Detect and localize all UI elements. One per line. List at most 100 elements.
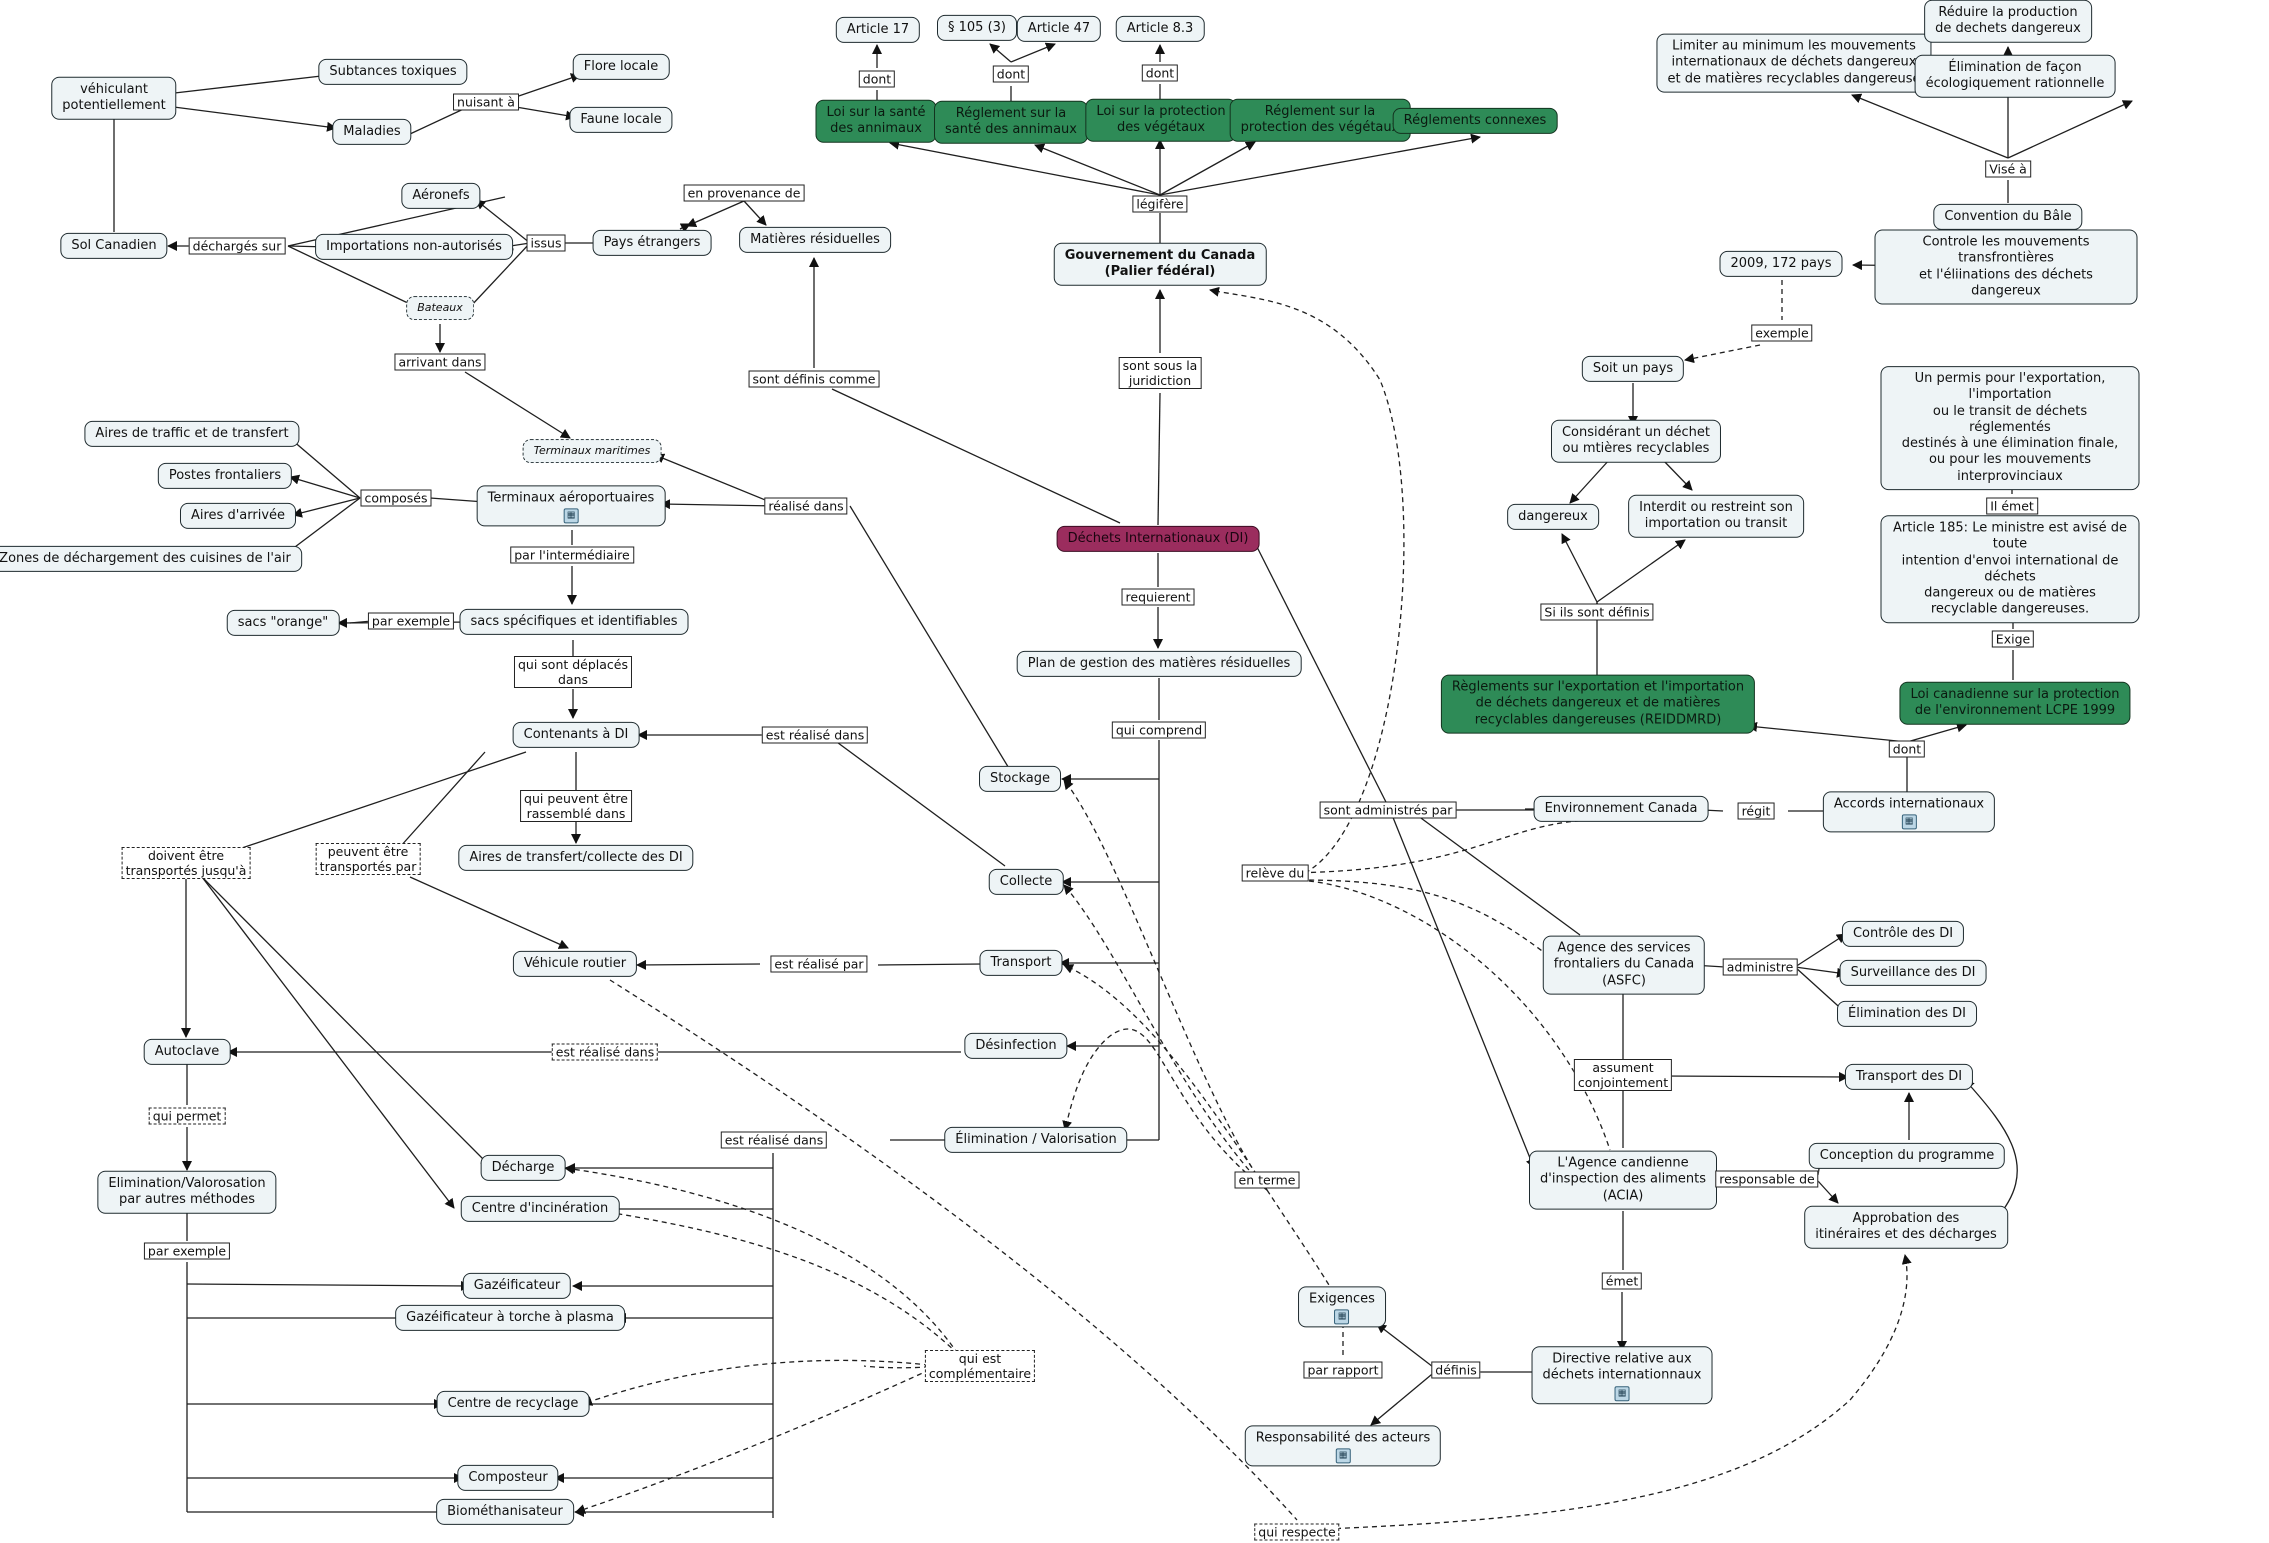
concept-bateaux[interactable]: Bateaux bbox=[406, 296, 474, 320]
concept-aires-arrivee[interactable]: Aires d'arrivée bbox=[179, 502, 297, 530]
link-phrase-qui-est-complementaire[interactable]: qui est complémentaire bbox=[924, 1350, 1036, 1382]
concept-loi-protection-vegetaux[interactable]: Loi sur la protection des végétaux bbox=[1085, 98, 1237, 142]
link-phrase-sont-definis[interactable]: sont définis comme bbox=[748, 370, 880, 388]
link-phrase-assument[interactable]: assument conjointement bbox=[1573, 1059, 1673, 1091]
concept-gouvernement[interactable]: Gouvernement du Canada (Palier fédéral) bbox=[1053, 242, 1267, 286]
concept-controle-di[interactable]: Contrôle des DI bbox=[1841, 920, 1965, 948]
concept-lcpe[interactable]: Loi canadienne sur la protection de l'en… bbox=[1899, 681, 2131, 725]
concept-contenants[interactable]: Contenants à DI bbox=[512, 721, 640, 749]
concept-accords[interactable]: Accords internationaux▦ bbox=[1822, 791, 1996, 833]
concept-sol-canadien[interactable]: Sol Canadien bbox=[60, 232, 168, 260]
concept-aires-transfert-collecte[interactable]: Aires de transfert/collecte des DI bbox=[458, 844, 694, 872]
link-phrase-exige[interactable]: Exige bbox=[1991, 630, 2035, 648]
link-phrase-emet[interactable]: émet bbox=[1601, 1272, 1643, 1290]
link-phrase-en-provenance[interactable]: en provenance de bbox=[683, 184, 805, 202]
link-phrase-releve-du[interactable]: relève du bbox=[1241, 864, 1309, 882]
concept-asfc[interactable]: Agence des services frontaliers du Canad… bbox=[1542, 935, 1706, 995]
concept-vehiculant[interactable]: véhiculant potentiellement bbox=[51, 76, 177, 120]
concept-faune[interactable]: Faune locale bbox=[569, 106, 673, 134]
concept-aeronefs[interactable]: Aéronefs bbox=[401, 182, 481, 210]
concept-soit-pays[interactable]: Soit un pays bbox=[1581, 355, 1685, 383]
link-phrase-composes[interactable]: composés bbox=[360, 489, 432, 507]
link-phrase-vise-a[interactable]: Visé à bbox=[1985, 160, 2031, 178]
concept-annee-pays[interactable]: 2009, 172 pays bbox=[1719, 250, 1843, 278]
concept-gazeificateur[interactable]: Gazéificateur bbox=[462, 1272, 572, 1300]
attached-resource-icon[interactable]: ▦ bbox=[563, 508, 579, 524]
concept-zones-dechargement[interactable]: Zones de déchargement des cuisines de l'… bbox=[0, 545, 302, 573]
concept-postes-frontaliers[interactable]: Postes frontaliers bbox=[157, 462, 293, 490]
concept-elimination-valorisation[interactable]: Élimination / Valorisation bbox=[944, 1126, 1128, 1154]
concept-collecte[interactable]: Collecte bbox=[988, 868, 1064, 896]
link-phrase-responsable-de[interactable]: responsable de bbox=[1715, 1170, 1819, 1188]
concept-responsabilite[interactable]: Responsabilité des acteurs▦ bbox=[1244, 1425, 1442, 1467]
link-phrase-rassemble[interactable]: qui peuvent être rassemblé dans bbox=[520, 790, 632, 822]
concept-centre-incineration[interactable]: Centre d'incinération bbox=[460, 1195, 620, 1223]
concept-s105[interactable]: § 105 (3) bbox=[937, 14, 1017, 42]
concept-sacs-specifiques[interactable]: sacs spécifiques et identifiables bbox=[459, 608, 689, 636]
link-phrase-est-realise-dans-contenants[interactable]: est réalisé dans bbox=[761, 726, 869, 744]
concept-reglement-protection-vegetaux[interactable]: Réglement sur la protection des végétaux bbox=[1229, 98, 1411, 142]
concept-elimination-facon[interactable]: Élimination de façon écologiquement rati… bbox=[1914, 54, 2116, 98]
link-phrase-decharges-sur[interactable]: déchargés sur bbox=[188, 237, 286, 255]
link-phrase-dont2[interactable]: dont bbox=[992, 65, 1030, 83]
concept-article83[interactable]: Article 8.3 bbox=[1115, 15, 1205, 43]
link-phrase-issus[interactable]: issus bbox=[526, 234, 566, 252]
concept-reglement-sante-animaux[interactable]: Réglement sur la santé des annimaux bbox=[934, 100, 1088, 144]
concept-terminaux-maritimes[interactable]: Terminaux maritimes bbox=[522, 439, 662, 463]
link-phrase-definis[interactable]: définis bbox=[1431, 1361, 1481, 1379]
concept-aires-traffic[interactable]: Aires de traffic et de transfert bbox=[84, 420, 300, 448]
link-phrase-dont-lcpe[interactable]: dont bbox=[1888, 740, 1926, 758]
concept-reduire[interactable]: Réduire la production de dechets dangere… bbox=[1924, 0, 2092, 43]
attached-resource-icon[interactable]: ▦ bbox=[1901, 814, 1917, 830]
concept-pays-etrangers[interactable]: Pays étrangers bbox=[592, 229, 712, 257]
link-phrase-deplaces[interactable]: qui sont déplacés dans bbox=[513, 656, 633, 688]
concept-transport[interactable]: Transport bbox=[979, 949, 1063, 977]
concept-convention-bale[interactable]: Convention du Bâle bbox=[1933, 203, 2083, 231]
concept-acia[interactable]: L'Agence candienne d'inspection des alim… bbox=[1529, 1150, 1717, 1210]
concept-article47[interactable]: Article 47 bbox=[1016, 15, 1102, 43]
link-phrase-qui-permet[interactable]: qui permet bbox=[148, 1107, 226, 1125]
concept-vehicule-routier[interactable]: Véhicule routier bbox=[512, 950, 638, 978]
link-phrase-par-exemple-sacs[interactable]: par exemple bbox=[367, 612, 455, 630]
concept-reiddmrd[interactable]: Règlements sur l'exportation et l'import… bbox=[1440, 674, 1756, 734]
concept-permis[interactable]: Un permis pour l'exportation, l'importat… bbox=[1880, 366, 2140, 490]
concept-controle-mouvements[interactable]: Controle les mouvements transfrontières … bbox=[1874, 229, 2138, 305]
concept-considerant[interactable]: Considérant un déchet ou mtières recycla… bbox=[1550, 419, 1722, 463]
concept-importations[interactable]: Importations non-autorisés bbox=[315, 233, 513, 261]
concept-article185[interactable]: Article 185: Le ministre est avisé de to… bbox=[1880, 515, 2140, 623]
concept-approbation[interactable]: Approbation des itinéraires et des décha… bbox=[1804, 1205, 2008, 1249]
link-phrase-doivent[interactable]: doivent être transportés jusqu'à bbox=[121, 847, 251, 879]
link-phrase-sont-administres[interactable]: sont administrés par bbox=[1319, 801, 1457, 819]
link-phrase-si-definis[interactable]: Si ils sont définis bbox=[1540, 603, 1654, 621]
link-phrase-arrivant[interactable]: arrivant dans bbox=[394, 353, 486, 371]
concept-reglements-connexes[interactable]: Réglements connexes bbox=[1392, 107, 1558, 135]
concept-maladies[interactable]: Maladies bbox=[332, 118, 412, 146]
concept-directive[interactable]: Directive relative aux déchets internati… bbox=[1531, 1346, 1713, 1404]
attached-resource-icon[interactable]: ▦ bbox=[1334, 1309, 1350, 1325]
link-phrase-administre[interactable]: administre bbox=[1722, 958, 1798, 976]
concept-interdit[interactable]: Interdit ou restreint son importation ou… bbox=[1628, 494, 1804, 538]
link-phrase-par-intermediaire[interactable]: par l'intermédiaire bbox=[510, 546, 634, 564]
concept-desinfection[interactable]: Désinfection bbox=[964, 1032, 1068, 1060]
concept-autoclave[interactable]: Autoclave bbox=[143, 1038, 231, 1066]
link-phrase-exemple[interactable]: exemple bbox=[1751, 324, 1813, 342]
concept-exigences[interactable]: Exigences▦ bbox=[1298, 1286, 1386, 1328]
link-phrase-nuisant[interactable]: nuisant à bbox=[453, 93, 519, 111]
concept-transport-di[interactable]: Transport des DI bbox=[1844, 1063, 1974, 1091]
link-phrase-qui-comprend[interactable]: qui comprend bbox=[1111, 721, 1207, 739]
link-phrase-est-realise-par[interactable]: est réalisé par bbox=[770, 955, 868, 973]
concept-limiter[interactable]: Limiter au minimum les mouvements intern… bbox=[1656, 33, 1932, 93]
concept-gazeificateur-plasma[interactable]: Gazéificateur à torche à plasma bbox=[395, 1304, 625, 1332]
concept-substances[interactable]: Subtances toxiques bbox=[318, 58, 468, 86]
link-phrase-est-realise-dans-elim[interactable]: est réalisé dans bbox=[720, 1131, 828, 1149]
link-phrase-sont-sous[interactable]: sont sous la juridiction bbox=[1118, 357, 1202, 389]
concept-plan-gestion[interactable]: Plan de gestion des matières résiduelles bbox=[1016, 650, 1302, 678]
link-phrase-qui-respecte[interactable]: qui respecte bbox=[1254, 1523, 1340, 1541]
concept-sacs-orange[interactable]: sacs "orange" bbox=[226, 609, 340, 637]
attached-resource-icon[interactable]: ▦ bbox=[1335, 1448, 1351, 1464]
concept-conception[interactable]: Conception du programme bbox=[1808, 1142, 2006, 1170]
link-phrase-il-emet[interactable]: Il émet bbox=[1986, 497, 2038, 515]
link-phrase-requierent[interactable]: requierent bbox=[1121, 588, 1195, 606]
attached-resource-icon[interactable]: ▦ bbox=[1614, 1385, 1630, 1401]
concept-composteur[interactable]: Composteur bbox=[457, 1464, 559, 1492]
